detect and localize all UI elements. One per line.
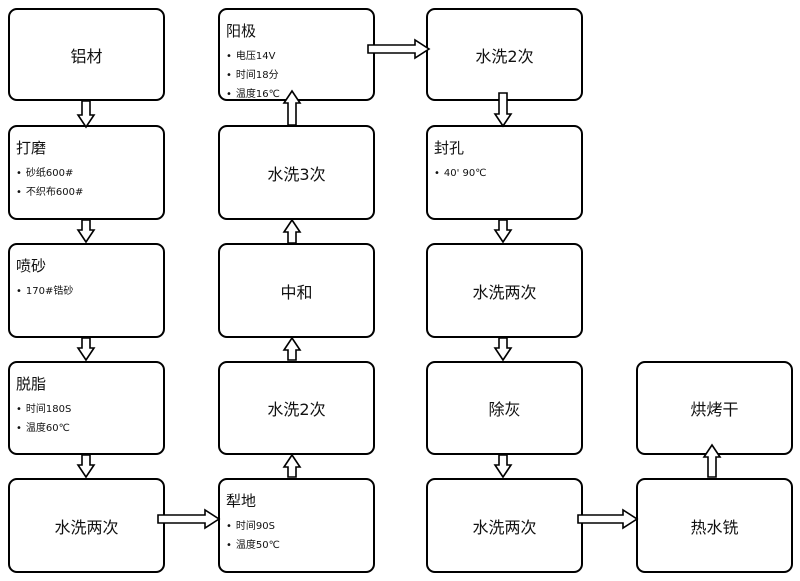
- arrow-down-icon: [78, 220, 94, 242]
- arrow-up-icon: [284, 338, 300, 360]
- arrow-down-icon: [78, 101, 94, 127]
- arrow-down-icon: [495, 455, 511, 477]
- arrow-down-icon: [495, 338, 511, 360]
- arrow-right-icon: [368, 40, 429, 58]
- arrow-down-icon: [78, 455, 94, 477]
- arrow-down-icon: [78, 338, 94, 360]
- arrow-up-icon: [704, 445, 720, 477]
- arrow-up-icon: [284, 91, 300, 125]
- arrow-right-icon: [578, 510, 637, 528]
- arrow-up-icon: [284, 455, 300, 477]
- arrow-right-icon: [158, 510, 219, 528]
- arrow-down-icon: [495, 220, 511, 242]
- arrow-down-icon: [495, 93, 511, 126]
- arrow-up-icon: [284, 220, 300, 243]
